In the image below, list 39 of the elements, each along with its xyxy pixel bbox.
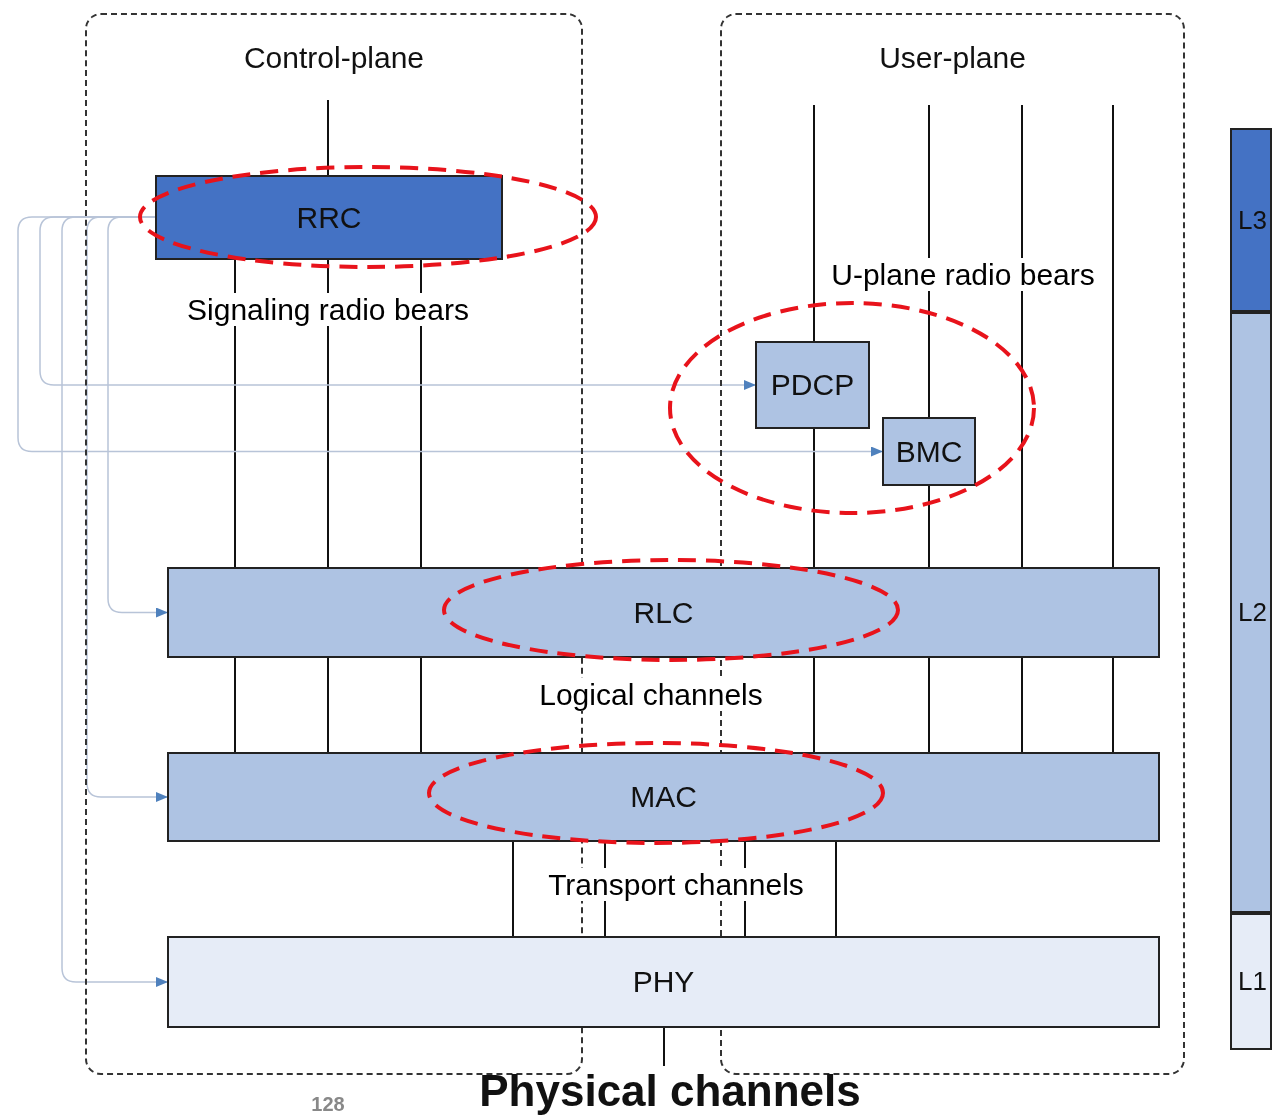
caption-text: Transport channels — [548, 868, 804, 901]
channel-line — [813, 104, 815, 342]
control-arrow — [107, 216, 168, 618]
protocol-layer-box: RLC — [167, 567, 1160, 658]
protocol-layer-box: BMC — [882, 417, 976, 486]
control-arrow — [17, 216, 883, 457]
protocol-layer-box: PDCP — [755, 341, 870, 429]
layer-band: L2 — [1230, 312, 1272, 913]
caption-text: U-plane radio bears — [831, 258, 1095, 291]
channel-line — [835, 841, 837, 937]
channel-line — [1021, 104, 1023, 568]
control-arrow — [39, 216, 756, 390]
protocol-layer-box: PHY — [167, 936, 1160, 1028]
caption-text: Logical channels — [539, 678, 763, 711]
caption-text: Signaling radio bears — [187, 293, 469, 326]
layer-band: L1 — [1230, 913, 1272, 1050]
control-arrow — [86, 216, 168, 802]
channel-line — [420, 259, 422, 568]
channel-line — [1112, 657, 1114, 753]
channel-line — [234, 259, 236, 568]
channel-line — [512, 841, 514, 937]
channel-line — [1112, 104, 1114, 568]
control-arrow — [61, 216, 168, 987]
channel-line — [928, 485, 930, 568]
channel-line — [813, 657, 815, 753]
channel-line — [420, 657, 422, 753]
channel-line — [234, 657, 236, 753]
caption-text: Physical channels — [462, 1066, 878, 1116]
channel-line — [813, 428, 815, 568]
channel-line — [928, 104, 930, 418]
channel-line — [327, 259, 329, 568]
channel-line — [327, 657, 329, 753]
protocol-layer-box: RRC — [155, 175, 503, 260]
channel-line — [1021, 657, 1023, 753]
channel-line — [928, 657, 930, 753]
channel-line — [663, 1027, 665, 1067]
protocol-layer-box: MAC — [167, 752, 1160, 842]
layer-band: L3 — [1230, 128, 1272, 312]
channel-line — [327, 99, 329, 176]
